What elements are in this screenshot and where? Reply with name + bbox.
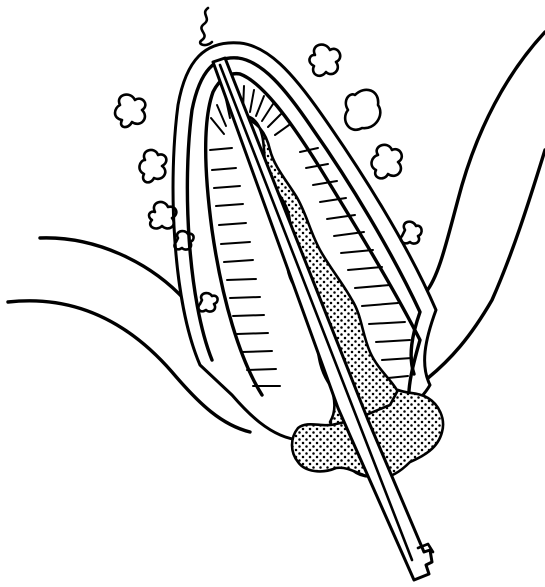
debris-top-squiggle bbox=[200, 8, 212, 45]
debris-blob-7 bbox=[345, 90, 380, 130]
debris-blob-1 bbox=[115, 95, 145, 128]
debris-blob-2 bbox=[139, 150, 166, 182]
debris-blob-9 bbox=[401, 222, 422, 244]
debris-blob-8 bbox=[372, 145, 402, 179]
right-gum-lower-line bbox=[428, 150, 545, 378]
debris-blob-6 bbox=[309, 45, 340, 76]
